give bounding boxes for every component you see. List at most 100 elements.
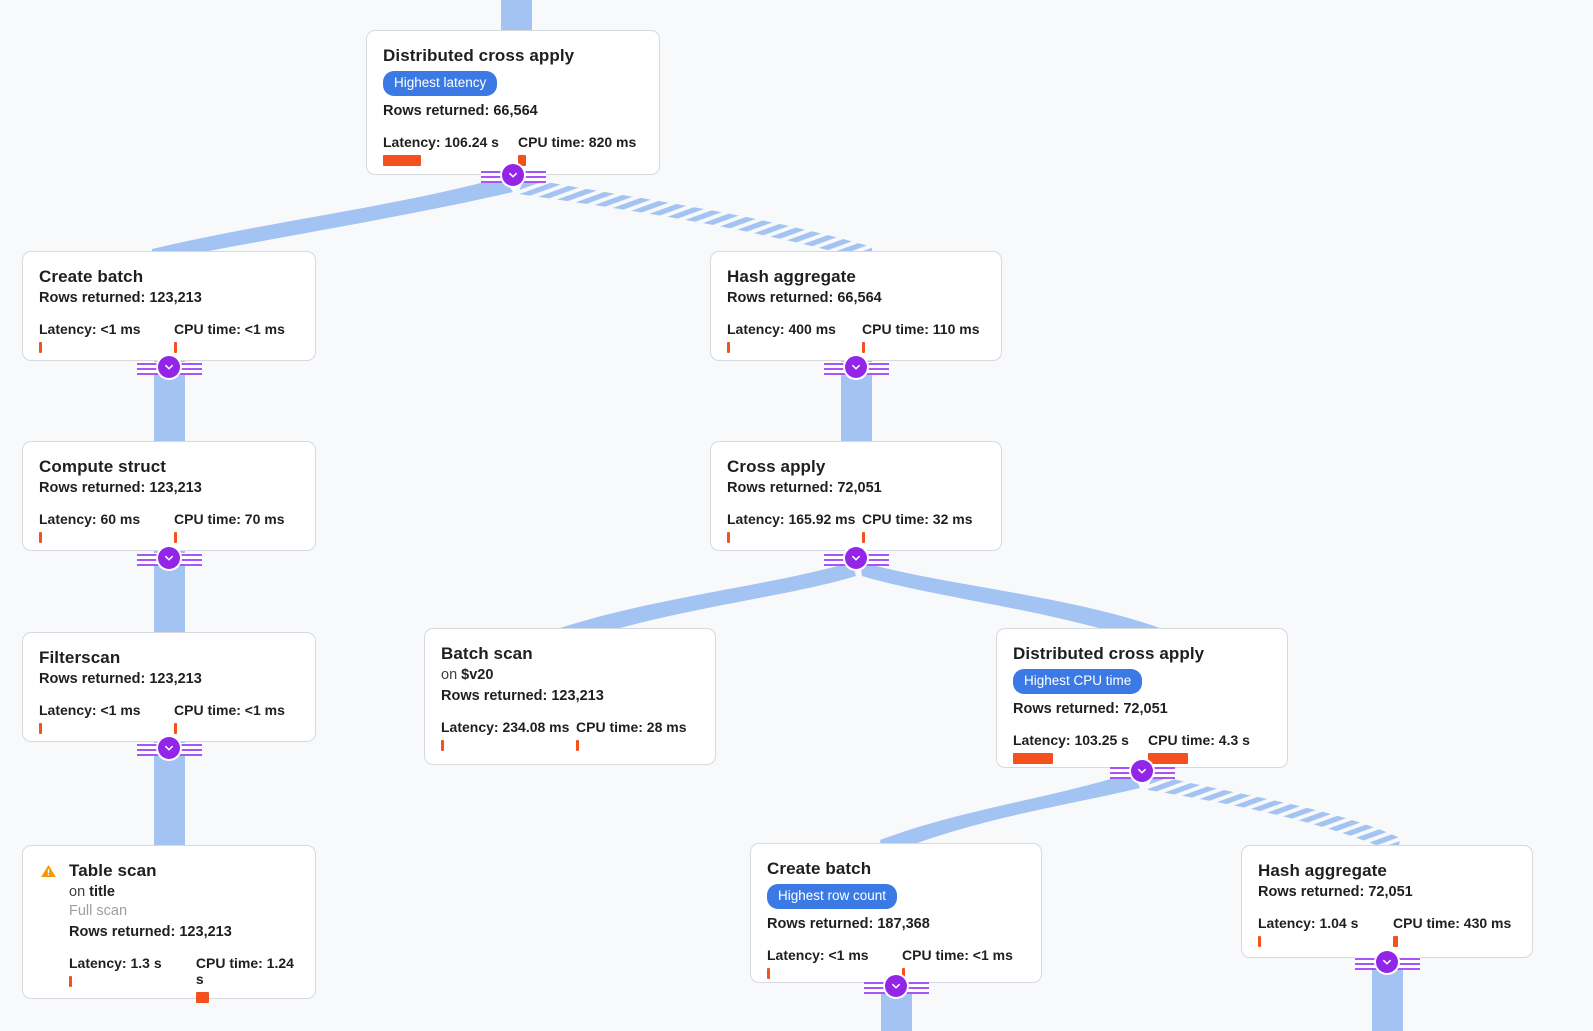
node-title: Hash aggregate bbox=[727, 267, 856, 286]
metric-cpu-time-label: CPU time: 110 ms bbox=[862, 321, 980, 337]
node-metrics: Latency: 400 ms CPU time: 110 ms bbox=[727, 321, 985, 353]
node-rows-returned: Rows returned: 123,213 bbox=[39, 290, 202, 306]
metric-cpu-time-bar bbox=[1148, 752, 1188, 764]
node-rows-returned: Rows returned: 72,051 bbox=[727, 480, 882, 496]
toggle-compute-chevron-down-icon[interactable] bbox=[158, 547, 180, 569]
metric-latency-label: Latency: 1.3 s bbox=[69, 955, 162, 971]
node-target-name: title bbox=[89, 884, 115, 900]
node-rows-returned: Rows returned: 123,213 bbox=[441, 688, 604, 704]
edge-root-to-create-batch bbox=[152, 177, 513, 262]
metric-cpu-time-label: CPU time: 820 ms bbox=[518, 133, 637, 150]
node-rows-returned: Rows returned: 123,213 bbox=[39, 480, 202, 496]
edge-top-into-root bbox=[501, 0, 532, 32]
node-rows-returned: Rows returned: 66,564 bbox=[727, 290, 882, 306]
metric-cpu-time: CPU time: <1 ms bbox=[902, 947, 1013, 979]
metric-latency-bar bbox=[39, 723, 42, 734]
metric-latency-label: Latency: 60 ms bbox=[39, 511, 141, 527]
node-title: Table scan bbox=[69, 861, 157, 880]
metric-latency-bar bbox=[383, 154, 421, 166]
node-rows-returned: Rows returned: 66,564 bbox=[383, 102, 538, 119]
node-title: Distributed cross apply bbox=[1013, 644, 1205, 663]
metric-cpu-time-label: CPU time: 430 ms bbox=[1393, 915, 1512, 931]
toggle-hash-lower-chevron-down-icon[interactable] bbox=[1376, 951, 1398, 973]
node-metrics: Latency: 165.92 ms CPU time: 32 ms bbox=[727, 511, 985, 543]
edge-dca-to-hash-aggregate bbox=[1148, 774, 1400, 854]
node-metrics: Latency: 1.04 s CPU time: 430 ms bbox=[1258, 915, 1516, 947]
metric-cpu-time: CPU time: 4.3 s bbox=[1148, 732, 1250, 764]
metric-latency-label: Latency: 106.24 s bbox=[383, 133, 499, 150]
node-metrics: Latency: 106.24 s CPU time: 820 ms bbox=[383, 134, 643, 166]
node-target-prefix: on bbox=[441, 667, 462, 683]
metric-latency: Latency: 106.24 s bbox=[383, 134, 518, 166]
toggle-filterscan-chevron-down-icon[interactable] bbox=[158, 737, 180, 759]
toggle-root-chevron-down-icon[interactable] bbox=[502, 164, 524, 186]
toggle-create-batch-chevron-down-icon[interactable] bbox=[158, 356, 180, 378]
metric-cpu-time-label: CPU time: 28 ms bbox=[576, 719, 687, 735]
metric-latency-label: Latency: <1 ms bbox=[767, 946, 869, 963]
node-title: Hash aggregate bbox=[1258, 861, 1387, 880]
toggle-cross-apply-chevron-down-icon[interactable] bbox=[845, 547, 867, 569]
metric-cpu-time-bar bbox=[195, 992, 209, 1003]
node-rows-returned: Rows returned: 187,368 bbox=[767, 915, 930, 932]
metric-latency-label: Latency: 1.04 s bbox=[1258, 915, 1359, 931]
node-metrics: Latency: <1 ms CPU time: <1 ms bbox=[767, 947, 1025, 979]
metric-cpu-time: CPU time: 430 ms bbox=[1393, 915, 1511, 947]
node-title: Create batch bbox=[767, 859, 872, 878]
metric-latency: Latency: 234.08 ms bbox=[441, 719, 576, 751]
metric-latency-label: Latency: 165.92 ms bbox=[727, 511, 856, 527]
node-highlight-badge: Highest row count bbox=[767, 884, 898, 909]
metric-latency: Latency: 1.3 s bbox=[69, 955, 196, 1003]
metric-cpu-time: CPU time: 28 ms bbox=[576, 719, 686, 751]
metric-latency-bar bbox=[1013, 752, 1053, 764]
metric-cpu-time-label: CPU time: 32 ms bbox=[862, 511, 973, 527]
metric-latency-bar bbox=[69, 976, 72, 987]
metric-latency: Latency: <1 ms bbox=[767, 947, 902, 979]
node-target-prefix: on bbox=[69, 884, 90, 900]
metric-latency-bar bbox=[1258, 936, 1261, 947]
node-metrics: Latency: 103.25 s CPU time: 4.3 s bbox=[1013, 732, 1271, 764]
toggle-hash-upper-chevron-down-icon[interactable] bbox=[845, 356, 867, 378]
metric-cpu-time: CPU time: 1.24 s bbox=[195, 955, 299, 1003]
toggle-create-lower-chevron-down-icon[interactable] bbox=[885, 975, 907, 997]
metric-cpu-time: CPU time: <1 ms bbox=[174, 321, 285, 353]
metric-latency-bar bbox=[39, 532, 42, 543]
node-target: on title bbox=[69, 883, 299, 902]
node-rows-returned: Rows returned: 72,051 bbox=[1258, 884, 1413, 900]
metric-cpu-time: CPU time: 70 ms bbox=[174, 511, 284, 543]
node-title: Distributed cross apply bbox=[383, 46, 575, 65]
toggle-dca-lower-chevron-down-icon[interactable] bbox=[1131, 760, 1153, 782]
node-highlight-badge: Highest CPU time bbox=[1013, 669, 1143, 694]
metric-cpu-time-bar bbox=[576, 740, 579, 751]
metric-latency-label: Latency: 400 ms bbox=[727, 321, 836, 337]
node-title: Compute struct bbox=[39, 457, 167, 476]
node-rows-returned: Rows returned: 123,213 bbox=[39, 671, 202, 687]
metric-cpu-time-label: CPU time: <1 ms bbox=[902, 946, 1013, 963]
metric-latency: Latency: <1 ms bbox=[39, 321, 174, 353]
edge-root-to-hash-aggregate bbox=[518, 178, 872, 262]
metric-cpu-time-bar bbox=[174, 723, 177, 734]
metric-latency-bar bbox=[727, 342, 730, 353]
metric-cpu-time: CPU time: 820 ms bbox=[518, 134, 636, 166]
metric-latency-label: Latency: 103.25 s bbox=[1013, 731, 1129, 748]
node-highlight-badge: Highest latency bbox=[383, 71, 498, 96]
metric-latency-bar bbox=[727, 532, 730, 543]
metric-cpu-time-bar bbox=[174, 532, 177, 543]
node-metrics: Latency: 1.3 s CPU time: 1.24 s bbox=[69, 955, 299, 1003]
node-scan-type: Full scan bbox=[69, 903, 128, 919]
node-target-name: $v20 bbox=[461, 667, 494, 683]
node-target: on $v20 bbox=[441, 666, 699, 685]
